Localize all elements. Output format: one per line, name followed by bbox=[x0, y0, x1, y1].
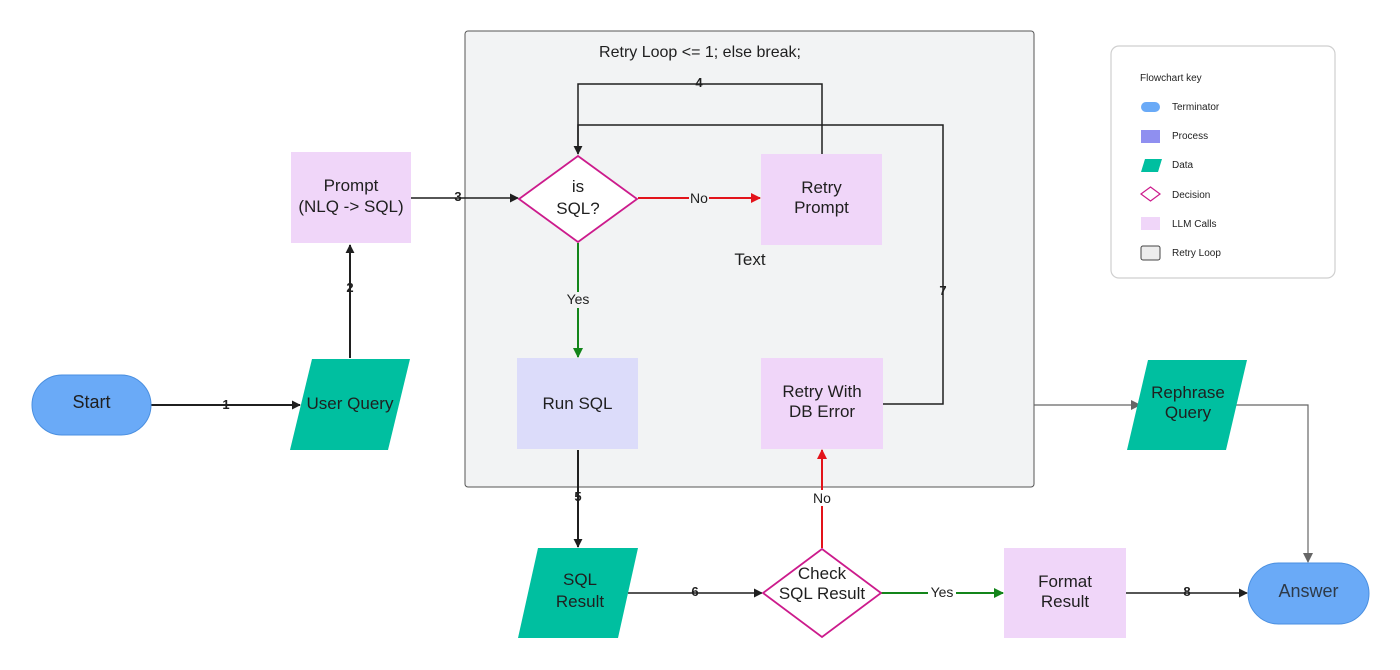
flowchart-key-legend: Flowchart key Terminator Process Data De… bbox=[1110, 45, 1336, 279]
edge-retry-db-error-to-is-sql bbox=[577, 124, 944, 405]
answer-label: Answer bbox=[1278, 581, 1338, 601]
retry-prompt-label-line2: Prompt bbox=[794, 198, 849, 217]
sql-result-data[interactable]: SQL Result bbox=[518, 548, 638, 638]
edge-label-no-check: No bbox=[813, 490, 831, 506]
user-query-data[interactable]: User Query bbox=[290, 359, 410, 450]
legend-retry-loop-swatch bbox=[1140, 245, 1161, 261]
legend-terminator-swatch bbox=[1141, 102, 1160, 112]
sql-result-label-line1: SQL bbox=[563, 570, 597, 589]
legend-data-swatch bbox=[1141, 159, 1162, 172]
rephrase-query-label-line2: Query bbox=[1165, 403, 1212, 422]
legend-terminator-label: Terminator bbox=[1172, 102, 1220, 113]
is-sql-label-line2: SQL? bbox=[556, 199, 599, 218]
start-label: Start bbox=[72, 392, 110, 412]
format-result-label-line2: Result bbox=[1041, 592, 1089, 611]
legend-process-label: Process bbox=[1172, 131, 1208, 142]
legend-decision-swatch bbox=[1139, 186, 1162, 202]
retry-loop-title: Retry Loop <= 1; else break; bbox=[599, 44, 801, 61]
legend-title: Flowchart key bbox=[1140, 73, 1202, 84]
edge-label-5: 5 bbox=[574, 489, 581, 504]
legend-retry-loop-label: Retry Loop bbox=[1172, 248, 1221, 259]
text-label: Text bbox=[734, 250, 765, 269]
format-result-label-line1: Format bbox=[1038, 572, 1092, 591]
retry-db-error-label-line2: DB Error bbox=[789, 402, 855, 421]
legend-data-label: Data bbox=[1172, 160, 1194, 171]
prompt-label-line2: (NLQ -> SQL) bbox=[298, 197, 403, 216]
retry-prompt-label-line1: Retry bbox=[801, 178, 842, 197]
edge-label-1: 1 bbox=[222, 397, 229, 412]
rephrase-query-data[interactable]: Rephrase Query bbox=[1127, 360, 1247, 450]
start-terminator[interactable]: Start bbox=[31, 374, 152, 436]
run-sql-process[interactable]: Run SQL bbox=[517, 358, 638, 449]
retry-with-db-error-llm-call[interactable]: Retry With DB Error bbox=[761, 358, 883, 449]
edge-label-yes-is-sql: Yes bbox=[567, 291, 590, 307]
rephrase-query-label-line1: Rephrase bbox=[1151, 383, 1225, 402]
edge-label-yes-check: Yes bbox=[931, 584, 954, 600]
edge-label-3: 3 bbox=[454, 189, 461, 204]
format-result-llm-call[interactable]: Format Result bbox=[1004, 548, 1126, 638]
edge-label-7: 7 bbox=[939, 283, 946, 298]
run-sql-label: Run SQL bbox=[543, 394, 613, 413]
check-sql-result-decision[interactable]: Check SQL Result bbox=[761, 547, 883, 639]
retry-db-error-label-line1: Retry With bbox=[782, 382, 861, 401]
edge-label-no-is-sql: No bbox=[690, 190, 708, 206]
is-sql-label-line1: is bbox=[572, 177, 584, 196]
edge-rephrase-query-to-answer bbox=[1236, 404, 1313, 563]
sql-result-label-line2: Result bbox=[556, 592, 604, 611]
edge-retry-prompt-to-is-sql bbox=[573, 83, 823, 155]
prompt-label-line1: Prompt bbox=[324, 176, 379, 195]
prompt-llm-call[interactable]: Prompt (NLQ -> SQL) bbox=[291, 152, 411, 243]
edge-label-2: 2 bbox=[346, 280, 353, 295]
legend-llm-calls-label: LLM Calls bbox=[1172, 219, 1216, 230]
answer-terminator[interactable]: Answer bbox=[1247, 562, 1370, 625]
legend-llm-calls-swatch bbox=[1141, 217, 1160, 230]
legend-process-swatch bbox=[1141, 130, 1160, 143]
user-query-label: User Query bbox=[307, 394, 394, 413]
edge-label-8: 8 bbox=[1183, 584, 1190, 599]
is-sql-decision[interactable]: is SQL? bbox=[517, 154, 639, 244]
check-label-line2: SQL Result bbox=[779, 584, 866, 603]
edge-label-6: 6 bbox=[691, 584, 698, 599]
legend-decision-label: Decision bbox=[1172, 190, 1210, 201]
edge-label-4: 4 bbox=[695, 75, 703, 90]
retry-prompt-llm-call[interactable]: Retry Prompt bbox=[761, 154, 882, 245]
check-label-line1: Check bbox=[798, 564, 847, 583]
